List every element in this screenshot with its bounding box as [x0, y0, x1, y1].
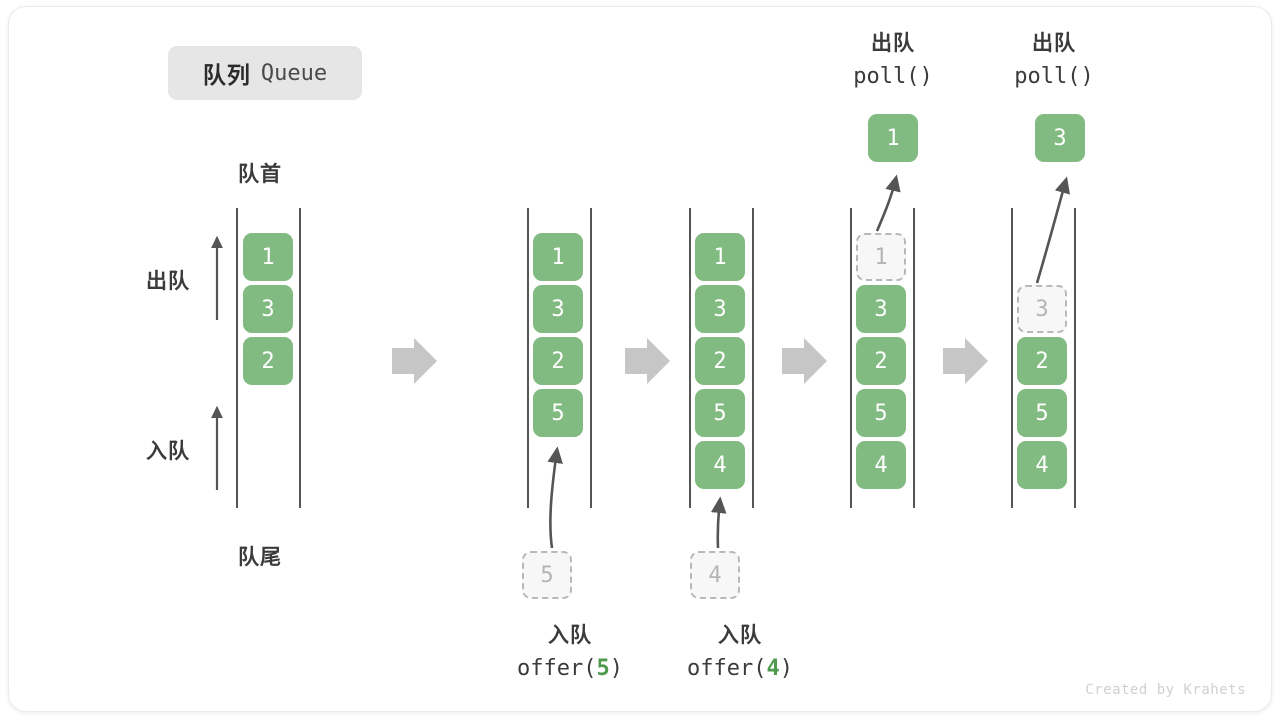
caption-offer-5-fn: offer(5)	[511, 652, 629, 685]
queue-element: 5	[533, 389, 583, 437]
rail-right-col1	[299, 208, 301, 508]
rail-right-col3	[752, 208, 754, 508]
queue-element: 4	[695, 441, 745, 489]
queue-element: 5	[856, 389, 906, 437]
rail-right-col5	[1074, 208, 1076, 508]
rail-left-col2	[527, 208, 529, 508]
rail-right-col4	[913, 208, 915, 508]
incoming-element-ghost: 4	[690, 551, 740, 599]
queue-element: 1	[695, 233, 745, 281]
rail-left-col4	[850, 208, 852, 508]
queue-element: 2	[533, 337, 583, 385]
queue-element: 5	[1017, 389, 1067, 437]
rail-left-col3	[689, 208, 691, 508]
watermark-credit: Created by Krahets	[1085, 682, 1246, 698]
title-english: Queue	[260, 60, 328, 86]
rail-left-col5	[1011, 208, 1013, 508]
caption-offer-5: 入队 offer(5)	[511, 620, 629, 685]
caption-offer-5-suffix: )	[609, 655, 623, 681]
queue-element: 1	[533, 233, 583, 281]
rail-left-col1	[236, 208, 238, 508]
queue-element: 3	[856, 285, 906, 333]
caption-poll-3-prefix: poll(	[1014, 63, 1081, 89]
queue-element: 2	[695, 337, 745, 385]
diagram-card	[8, 6, 1272, 712]
caption-offer-5-cn: 入队	[548, 624, 592, 647]
queue-element: 2	[856, 337, 906, 385]
caption-offer-4-fn: offer(4)	[681, 652, 799, 685]
queue-element: 5	[695, 389, 745, 437]
queue-element: 1	[243, 233, 293, 281]
queue-element: 2	[1017, 337, 1067, 385]
caption-offer-4-cn: 入队	[718, 624, 762, 647]
incoming-element-ghost: 5	[522, 551, 572, 599]
diagram-title-badge: 队列 Queue	[168, 46, 362, 100]
outgoing-element: 3	[1035, 114, 1085, 162]
caption-poll-1: 出队 poll()	[834, 28, 952, 93]
caption-offer-5-arg: 5	[596, 655, 610, 681]
queue-element: 3	[533, 285, 583, 333]
title-chinese: 队列	[202, 62, 251, 88]
caption-poll-1-prefix: poll(	[853, 63, 920, 89]
caption-offer-5-prefix: offer(	[517, 655, 597, 681]
outgoing-element: 1	[868, 114, 918, 162]
caption-poll-3-suffix: )	[1080, 63, 1094, 89]
label-queue-head: 队首	[238, 163, 282, 186]
caption-offer-4-prefix: offer(	[687, 655, 767, 681]
caption-offer-4-arg: 4	[766, 655, 780, 681]
queue-element: 3	[243, 285, 293, 333]
caption-poll-1-fn: poll()	[834, 60, 952, 93]
queue-element-ghost: 3	[1017, 285, 1067, 333]
queue-element: 4	[1017, 441, 1067, 489]
caption-poll-1-suffix: )	[919, 63, 933, 89]
label-enqueue: 入队	[146, 440, 190, 463]
caption-poll-1-cn: 出队	[871, 32, 915, 55]
queue-element: 4	[856, 441, 906, 489]
label-dequeue: 出队	[146, 270, 190, 293]
label-queue-tail: 队尾	[238, 546, 282, 569]
caption-poll-3-cn: 出队	[1032, 32, 1076, 55]
rail-right-col2	[590, 208, 592, 508]
queue-element: 3	[695, 285, 745, 333]
caption-poll-3: 出队 poll()	[995, 28, 1113, 93]
caption-offer-4-suffix: )	[779, 655, 793, 681]
caption-poll-3-fn: poll()	[995, 60, 1113, 93]
caption-offer-4: 入队 offer(4)	[681, 620, 799, 685]
queue-element-ghost: 1	[856, 233, 906, 281]
queue-element: 2	[243, 337, 293, 385]
